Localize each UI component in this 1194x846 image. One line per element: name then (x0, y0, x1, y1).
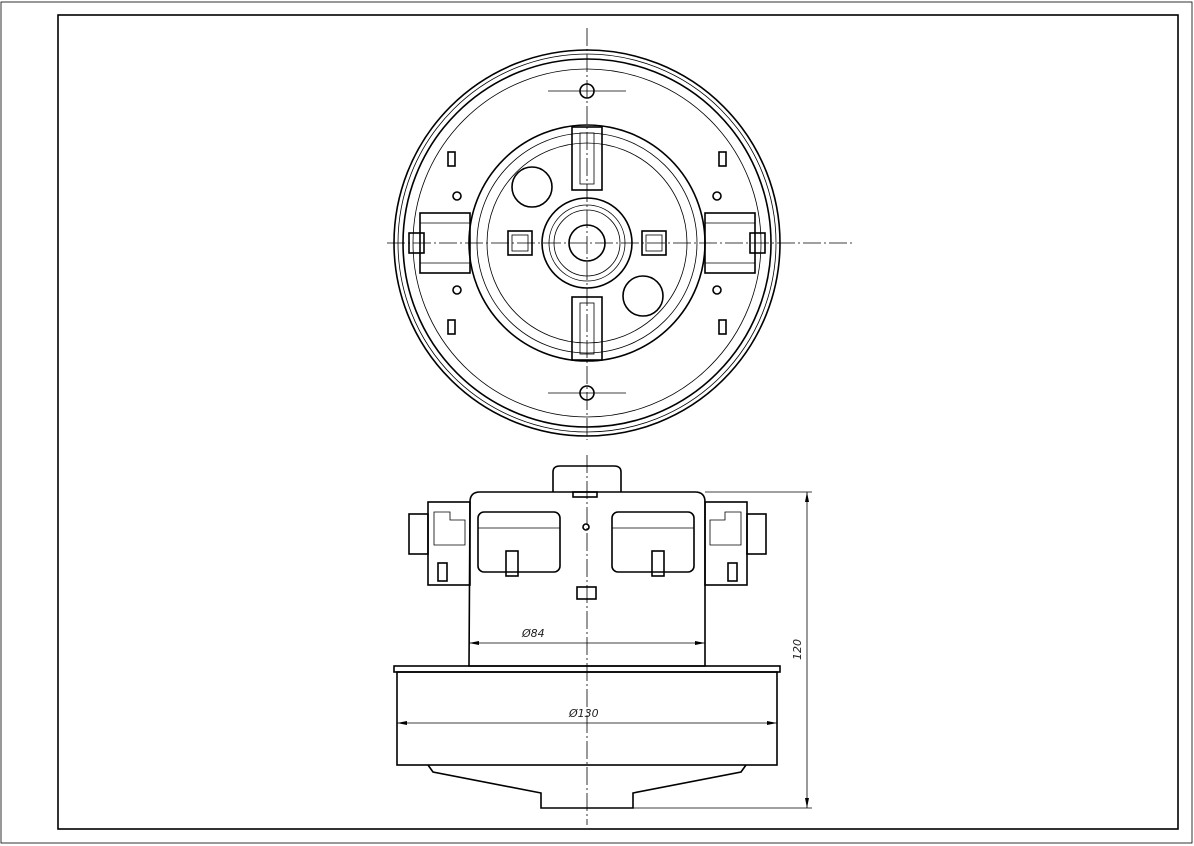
drawing-frame (57, 14, 1179, 830)
body-diameter-label: Ø84 (521, 627, 545, 640)
top-view (387, 28, 852, 440)
height-label: 120 (791, 639, 804, 660)
housing-diameter-label: Ø130 (568, 707, 599, 720)
side-view (393, 455, 812, 825)
